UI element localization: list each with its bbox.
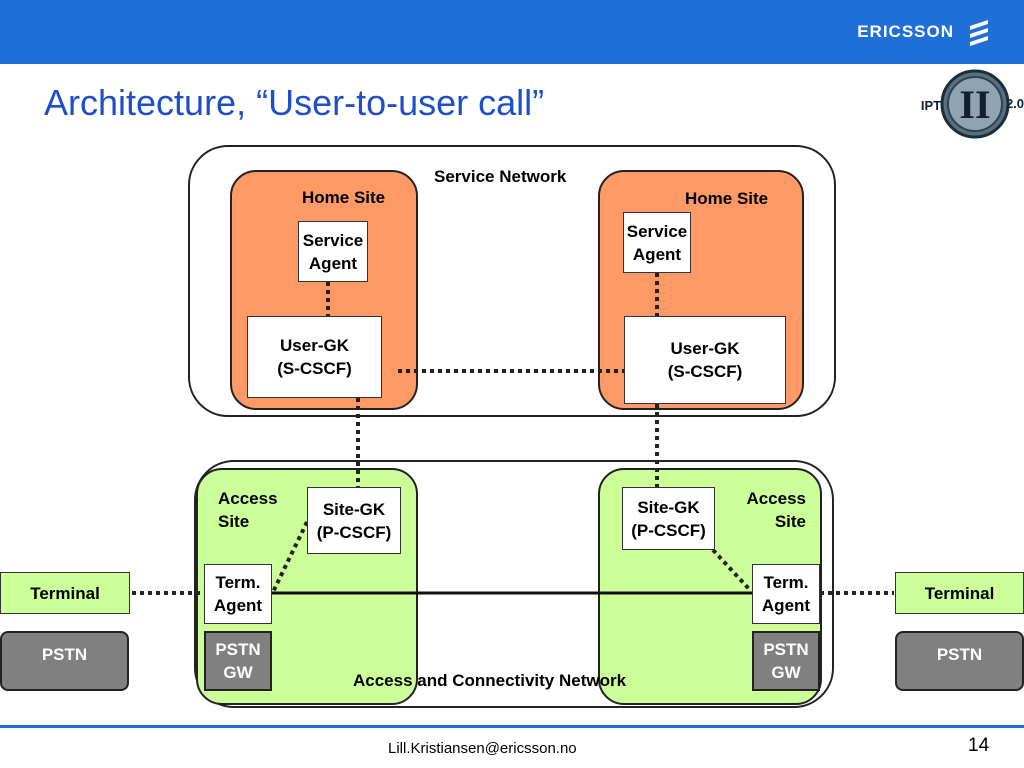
pstn-left: PSTN: [0, 631, 129, 691]
pstn-gw-left: PSTN GW: [204, 631, 272, 691]
terminal-left: Terminal: [0, 572, 130, 614]
access-site-right-label: Access Site: [746, 489, 806, 531]
footer-divider: [0, 725, 1024, 728]
svg-text:II: II: [959, 82, 990, 127]
page-number: 14: [968, 735, 990, 756]
svg-text:IPT: IPT: [921, 98, 941, 113]
pstn-right: PSTN: [895, 631, 1024, 691]
user-gk-left: User-GK (S-CSCF): [247, 316, 382, 398]
ipt-logo-icon: II IPT 2.0: [921, 69, 1024, 139]
service-network-label: Service Network: [434, 167, 567, 186]
access-network-label: Access and Connectivity Network: [353, 671, 627, 690]
site-gk-right: Site-GK (P-CSCF): [622, 487, 715, 550]
ericsson-stripes-icon: [970, 20, 988, 46]
term-agent-left: Term. Agent: [204, 564, 272, 624]
home-site-right-label: Home Site: [685, 189, 769, 208]
page-title: Architecture, “User-to-user call”: [44, 82, 545, 123]
access-site-left-label: Access Site: [218, 489, 278, 531]
pstn-gw-right: PSTN GW: [752, 631, 820, 691]
footer-email: Lill.Kristiansen@ericsson.no: [388, 740, 577, 757]
user-gk-right: User-GK (S-CSCF): [624, 316, 786, 404]
header-bar: ERICSSON: [0, 0, 1024, 64]
service-agent-right: Service Agent: [623, 212, 691, 273]
site-gk-left: Site-GK (P-CSCF): [307, 487, 401, 554]
service-agent-left: Service Agent: [298, 221, 368, 282]
home-site-left-label: Home Site: [302, 188, 386, 207]
terminal-right: Terminal: [895, 572, 1024, 614]
term-agent-right: Term. Agent: [752, 564, 820, 624]
svg-text:2.0: 2.0: [1006, 96, 1024, 111]
brand-name: ERICSSON: [857, 22, 954, 41]
